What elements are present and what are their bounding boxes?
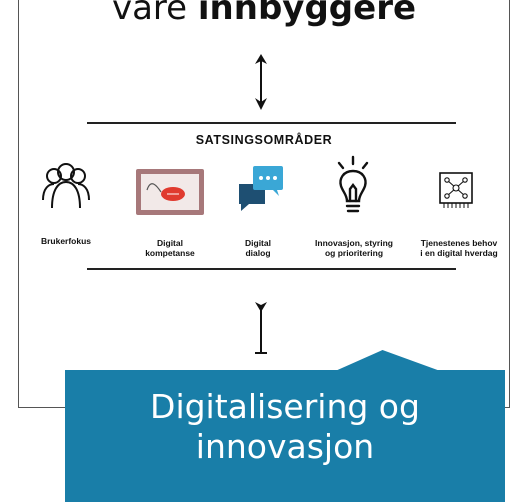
- divider-top: [87, 122, 456, 124]
- area-label-innovasjon: Innovasjon, styring og prioritering: [315, 238, 393, 258]
- heading-normal: vare: [111, 0, 198, 28]
- people-group-icon: [42, 163, 90, 209]
- chat-bubbles-icon: [239, 166, 283, 211]
- slide-heading: vare innbyggere: [19, 0, 509, 28]
- bottom-connector-arrow-icon: [255, 302, 267, 354]
- tablet-mouse-icon: [136, 169, 204, 215]
- callout-line-2: innovasjon: [195, 427, 375, 466]
- slide-frame: vare innbyggere SATSINGSOMRÅDER Brukerfo…: [18, 0, 510, 408]
- network-board-icon: [439, 172, 473, 208]
- callout-box: Digitalisering og innovasjon: [65, 370, 505, 502]
- area-label-digital-kompetanse: Digital kompetanse: [145, 238, 195, 258]
- area-label-tjenestenes-behov: Tjenestenes behov i en digital hverdag: [420, 238, 498, 258]
- area-label-digital-dialog: Digital dialog: [245, 238, 271, 258]
- heading-bold: innbyggere: [197, 0, 417, 28]
- area-label-brukerfokus: Brukerfokus: [40, 236, 92, 246]
- divider-bottom: [87, 268, 456, 270]
- top-connector-arrow-icon: [255, 54, 267, 110]
- lightbulb-icon: [337, 155, 369, 213]
- section-title: SATSINGSOMRÅDER: [195, 133, 333, 147]
- callout-line-1: Digitalisering og: [150, 387, 420, 426]
